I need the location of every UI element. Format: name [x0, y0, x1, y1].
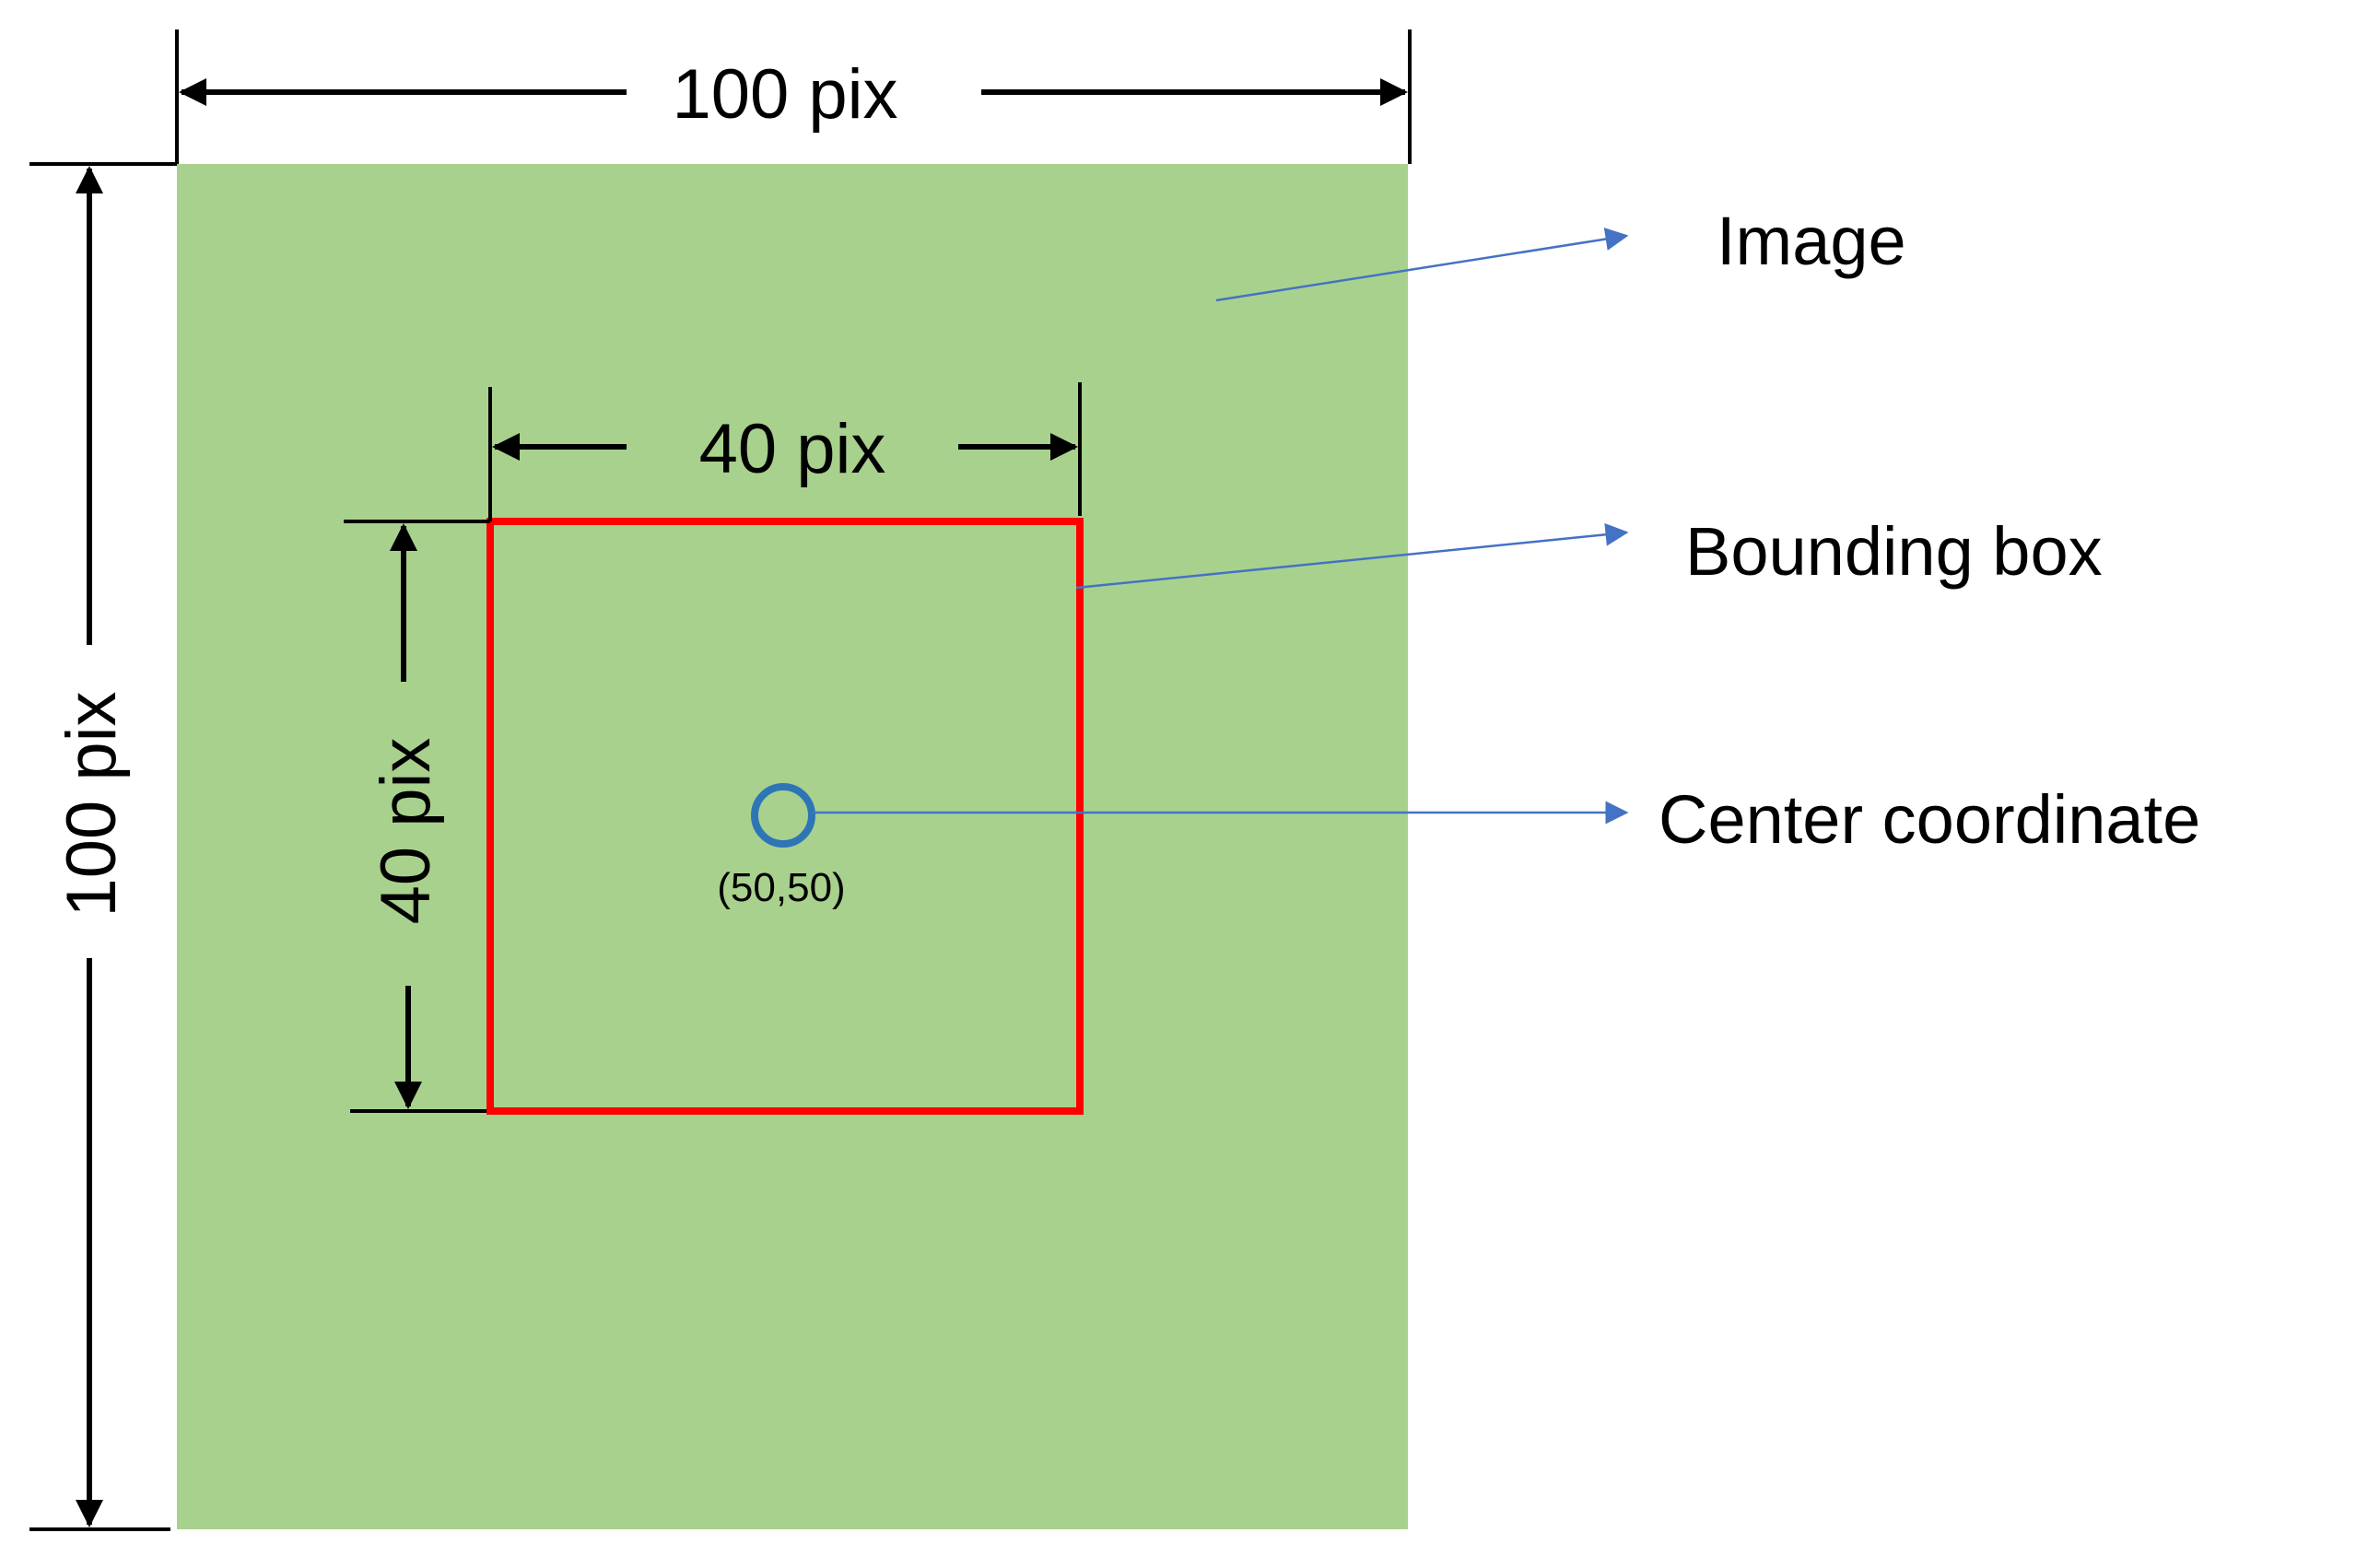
box-width-dimension: 40 pix [488, 382, 1082, 521]
image-callout: Image [1215, 203, 1906, 302]
box-height-dimension: 40 pix [344, 520, 490, 1113]
center-coordinate-callout-label: Center coordinate [1659, 781, 2200, 858]
image-width-label: 100 pix [672, 55, 897, 134]
bounding-box-callout-label: Bounding box [1685, 513, 2103, 590]
bounding-box-callout: Bounding box [1075, 513, 2103, 590]
image-height-dimension: 100 pix [29, 162, 177, 1531]
box-width-label: 40 pix [699, 410, 886, 488]
bounding-box [486, 518, 1084, 1115]
center-coordinate-callout: Center coordinate [813, 781, 2200, 858]
image-width-dimension: 100 pix [175, 29, 1412, 164]
image-callout-label: Image [1717, 203, 1906, 279]
box-height-label: 40 pix [367, 738, 445, 925]
center-coordinate-marker [751, 783, 815, 848]
image-area [177, 164, 1408, 1529]
image-height-label: 100 pix [53, 691, 131, 917]
center-coordinate-value: (50,50) [717, 865, 845, 910]
